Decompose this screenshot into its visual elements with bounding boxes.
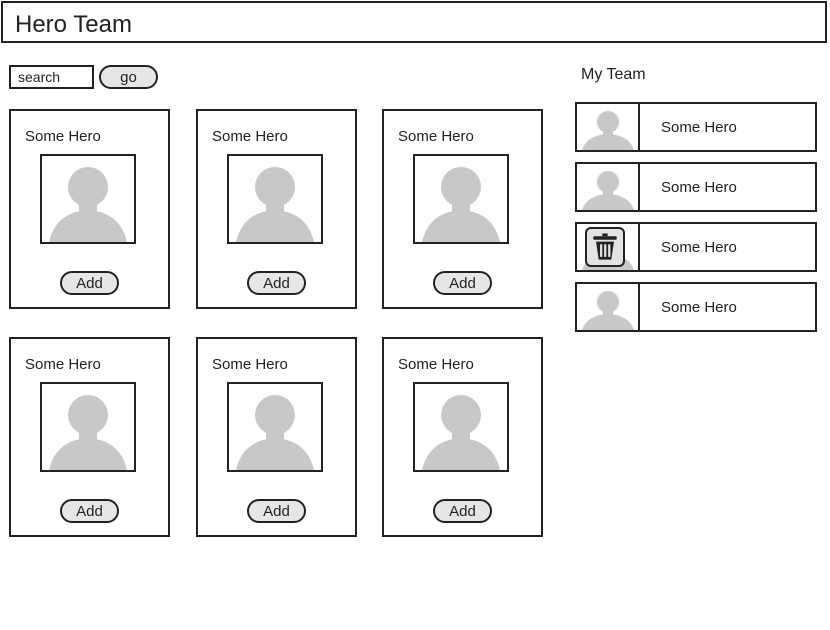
hero-name: Some Hero [212, 356, 288, 373]
team-member-name: Some Hero [661, 299, 737, 316]
hero-name: Some Hero [25, 356, 101, 373]
hero-avatar [227, 382, 323, 472]
remove-member-button[interactable] [585, 227, 625, 267]
add-button[interactable]: Add [60, 499, 119, 523]
team-member-thumb [577, 284, 640, 330]
team-member-thumb [577, 224, 640, 270]
add-button[interactable]: Add [433, 271, 492, 295]
team-member-thumb [577, 164, 640, 210]
team-member-row[interactable]: Some Hero [575, 282, 817, 332]
person-avatar-icon [49, 167, 127, 242]
team-member-name: Some Hero [661, 239, 737, 256]
hero-card: Some Hero Add [382, 109, 543, 309]
person-avatar-icon [236, 167, 314, 242]
hero-card: Some Hero Add [9, 109, 170, 309]
hero-avatar [227, 154, 323, 244]
team-member-row[interactable]: Some Hero [575, 222, 817, 272]
search-input[interactable] [9, 65, 94, 89]
hero-avatar [413, 382, 509, 472]
hero-name: Some Hero [398, 128, 474, 145]
person-avatar-icon [582, 171, 634, 210]
add-button[interactable]: Add [247, 271, 306, 295]
team-heading: My Team [581, 66, 646, 83]
hero-avatar [413, 154, 509, 244]
person-avatar-icon [422, 395, 500, 470]
add-button[interactable]: Add [60, 271, 119, 295]
go-button[interactable]: go [99, 65, 158, 89]
team-member-name: Some Hero [661, 179, 737, 196]
person-avatar-icon [582, 111, 634, 150]
team-member-row[interactable]: Some Hero [575, 102, 817, 152]
person-avatar-icon [422, 167, 500, 242]
hero-card: Some Hero Add [9, 337, 170, 537]
team-member-name: Some Hero [661, 119, 737, 136]
person-avatar-icon [236, 395, 314, 470]
hero-name: Some Hero [398, 356, 474, 373]
app-header: Hero Team [1, 1, 827, 43]
hero-name: Some Hero [25, 128, 101, 145]
team-member-row[interactable]: Some Hero [575, 162, 817, 212]
hero-card: Some Hero Add [196, 337, 357, 537]
hero-card: Some Hero Add [382, 337, 543, 537]
hero-name: Some Hero [212, 128, 288, 145]
page-title: Hero Team [15, 11, 132, 38]
hero-avatar [40, 154, 136, 244]
trash-icon [593, 233, 617, 260]
person-avatar-icon [582, 291, 634, 330]
person-avatar-icon [49, 395, 127, 470]
hero-card: Some Hero Add [196, 109, 357, 309]
hero-avatar [40, 382, 136, 472]
add-button[interactable]: Add [433, 499, 492, 523]
team-member-thumb [577, 104, 640, 150]
add-button[interactable]: Add [247, 499, 306, 523]
